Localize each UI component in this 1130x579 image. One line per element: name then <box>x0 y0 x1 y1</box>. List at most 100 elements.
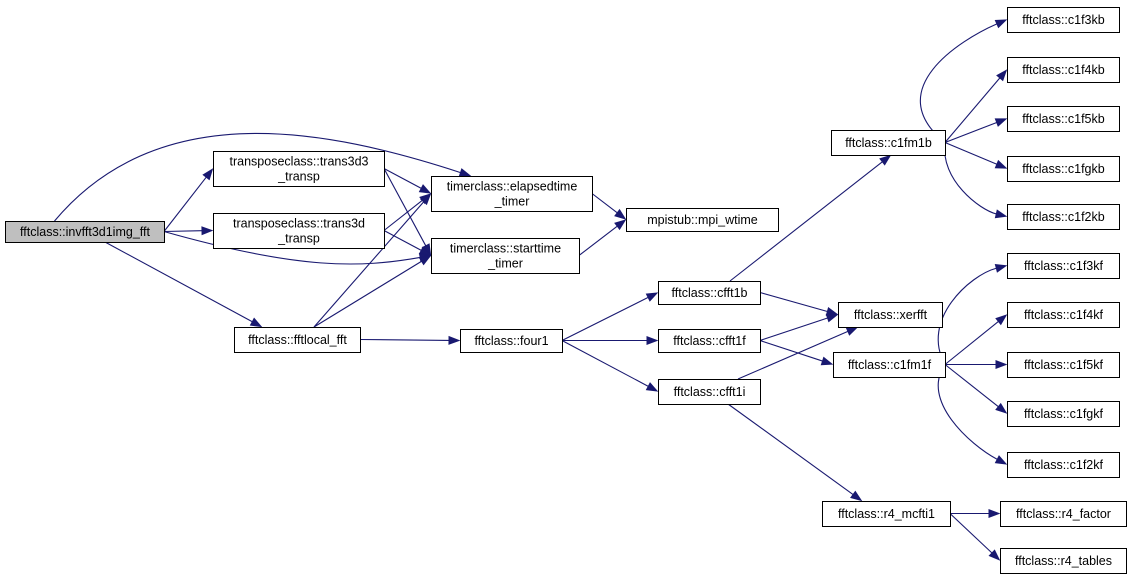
function-node[interactable]: fftclass::xerfft <box>838 302 943 328</box>
node-label: fftclass::r4_mcfti1 <box>838 507 935 521</box>
node-box <box>658 329 761 353</box>
function-node[interactable]: fftclass::c1fm1b <box>831 130 946 156</box>
arrowhead-icon <box>850 490 863 502</box>
node-label: _timer <box>487 257 523 271</box>
arrowhead-icon <box>202 168 214 181</box>
node-label: fftclass::c1fm1f <box>848 358 932 372</box>
function-node[interactable]: transposeclass::trans3d_transp <box>213 213 385 249</box>
arrowhead-icon <box>995 314 1008 326</box>
root-function-node[interactable]: fftclass::invfft3d1img_fft <box>5 221 165 243</box>
edge-n11-n16 <box>944 77 1001 143</box>
function-node[interactable]: transposeclass::trans3d3_transp <box>213 151 385 187</box>
arrowhead-icon <box>614 208 627 220</box>
arrowhead-icon <box>418 255 432 266</box>
function-node[interactable]: fftclass::c1f3kb <box>1007 7 1120 33</box>
function-node[interactable]: fftclass::c1f3kf <box>1007 253 1120 279</box>
node-box <box>658 379 761 405</box>
edge-n13-n23 <box>944 364 999 408</box>
function-node[interactable]: fftclass::cfft1i <box>658 379 761 405</box>
node-label: fftclass::xerfft <box>854 308 928 322</box>
function-node[interactable]: timerclass::starttime_timer <box>431 238 580 274</box>
node-box <box>838 302 943 328</box>
arrowhead-icon <box>994 455 1008 465</box>
node-label: timerclass::elapsedtime <box>447 180 578 194</box>
edge-n9-n12 <box>759 317 828 342</box>
node-box <box>431 238 580 274</box>
arrowhead-icon <box>988 549 1001 561</box>
node-box <box>822 501 951 527</box>
function-node[interactable]: timerclass::elapsedtime_timer <box>431 176 593 212</box>
node-box <box>460 329 563 353</box>
edges-layer <box>54 19 1008 561</box>
edge-n3-n4 <box>313 201 425 328</box>
node-label: fftclass::c1f5kb <box>1022 112 1104 126</box>
node-box <box>1007 204 1120 230</box>
arrowhead-icon <box>645 292 659 302</box>
edge-n11-n18 <box>944 141 998 165</box>
node-label: mpistub::mpi_wtime <box>647 213 757 227</box>
edge-n2-n4 <box>383 199 423 231</box>
function-node[interactable]: fftclass::four1 <box>460 329 563 353</box>
edge-n13-n24 <box>937 364 998 460</box>
edge-n1-n5 <box>383 168 427 247</box>
function-node[interactable]: fftclass::c1fgkb <box>1007 156 1120 182</box>
function-node[interactable]: mpistub::mpi_wtime <box>626 208 779 232</box>
edge-n0-n1 <box>163 176 207 232</box>
node-box <box>1007 7 1120 33</box>
arrowhead-icon <box>646 335 659 346</box>
arrowhead-icon <box>249 317 263 328</box>
function-node[interactable]: fftclass::r4_mcfti1 <box>822 501 951 527</box>
edge-n5-n6 <box>578 225 618 256</box>
node-label: _transp <box>277 232 320 246</box>
edge-n0-n4 <box>54 133 461 222</box>
function-node[interactable]: fftclass::c1f5kb <box>1007 106 1120 132</box>
edge-n10-n14 <box>727 403 854 495</box>
edge-n13-n20 <box>937 267 997 365</box>
function-node[interactable]: fftclass::fftlocal_fft <box>234 327 361 353</box>
function-node[interactable]: fftclass::c1f5kf <box>1007 352 1120 378</box>
node-label: fftclass::c1f2kb <box>1022 210 1104 224</box>
function-node[interactable]: fftclass::c1f2kb <box>1007 204 1120 230</box>
arrowhead-icon <box>988 508 1001 519</box>
node-box <box>1007 57 1120 83</box>
edge-n3-n5 <box>313 260 422 328</box>
function-node[interactable]: fftclass::c1f4kf <box>1007 302 1120 328</box>
node-label: fftclass::cfft1i <box>674 385 746 399</box>
edge-n0-n5 <box>163 230 421 265</box>
node-label: fftclass::r4_factor <box>1016 507 1111 521</box>
function-node[interactable]: fftclass::c1fgkf <box>1007 401 1120 427</box>
arrowhead-icon <box>458 168 472 177</box>
function-node[interactable]: fftclass::c1fm1f <box>833 352 946 378</box>
function-node[interactable]: fftclass::cfft1b <box>658 281 761 305</box>
edge-n11-n17 <box>944 121 997 144</box>
nodes-layer: fftclass::invfft3d1img_fft transposeclass… <box>5 7 1127 574</box>
function-node[interactable]: fftclass::c1f4kb <box>1007 57 1120 83</box>
node-label: fftclass::c1fgkf <box>1024 407 1103 421</box>
node-box <box>5 221 165 243</box>
edge-n13-n21 <box>944 320 999 365</box>
node-label: fftclass::c1f3kf <box>1024 259 1103 273</box>
node-box <box>234 327 361 353</box>
node-label: transposeclass::trans3d <box>233 217 365 231</box>
arrowhead-icon <box>614 219 627 231</box>
function-node[interactable]: fftclass::cfft1f <box>658 329 761 353</box>
node-box <box>1007 452 1120 478</box>
node-label: fftclass::c1f5kf <box>1024 358 1103 372</box>
function-node[interactable]: fftclass::r4_factor <box>1000 501 1127 527</box>
arrowhead-icon <box>995 359 1008 370</box>
node-box <box>213 151 385 187</box>
node-label: fftclass::c1f4kb <box>1022 63 1104 77</box>
node-label: fftclass::c1f2kf <box>1024 458 1103 472</box>
arrowhead-icon <box>825 313 839 323</box>
node-label: fftclass::c1f4kf <box>1024 308 1103 322</box>
function-node[interactable]: fftclass::r4_tables <box>1000 548 1127 574</box>
edge-n7-n8 <box>561 296 649 341</box>
node-label: fftclass::c1fgkb <box>1022 162 1104 176</box>
node-box <box>431 176 593 212</box>
function-node[interactable]: fftclass::c1f2kf <box>1007 452 1120 478</box>
edge-n8-n11 <box>729 161 883 282</box>
node-label: _transp <box>277 170 320 184</box>
edge-n14-n26 <box>949 513 993 554</box>
edge-n0-n2 <box>163 230 203 233</box>
